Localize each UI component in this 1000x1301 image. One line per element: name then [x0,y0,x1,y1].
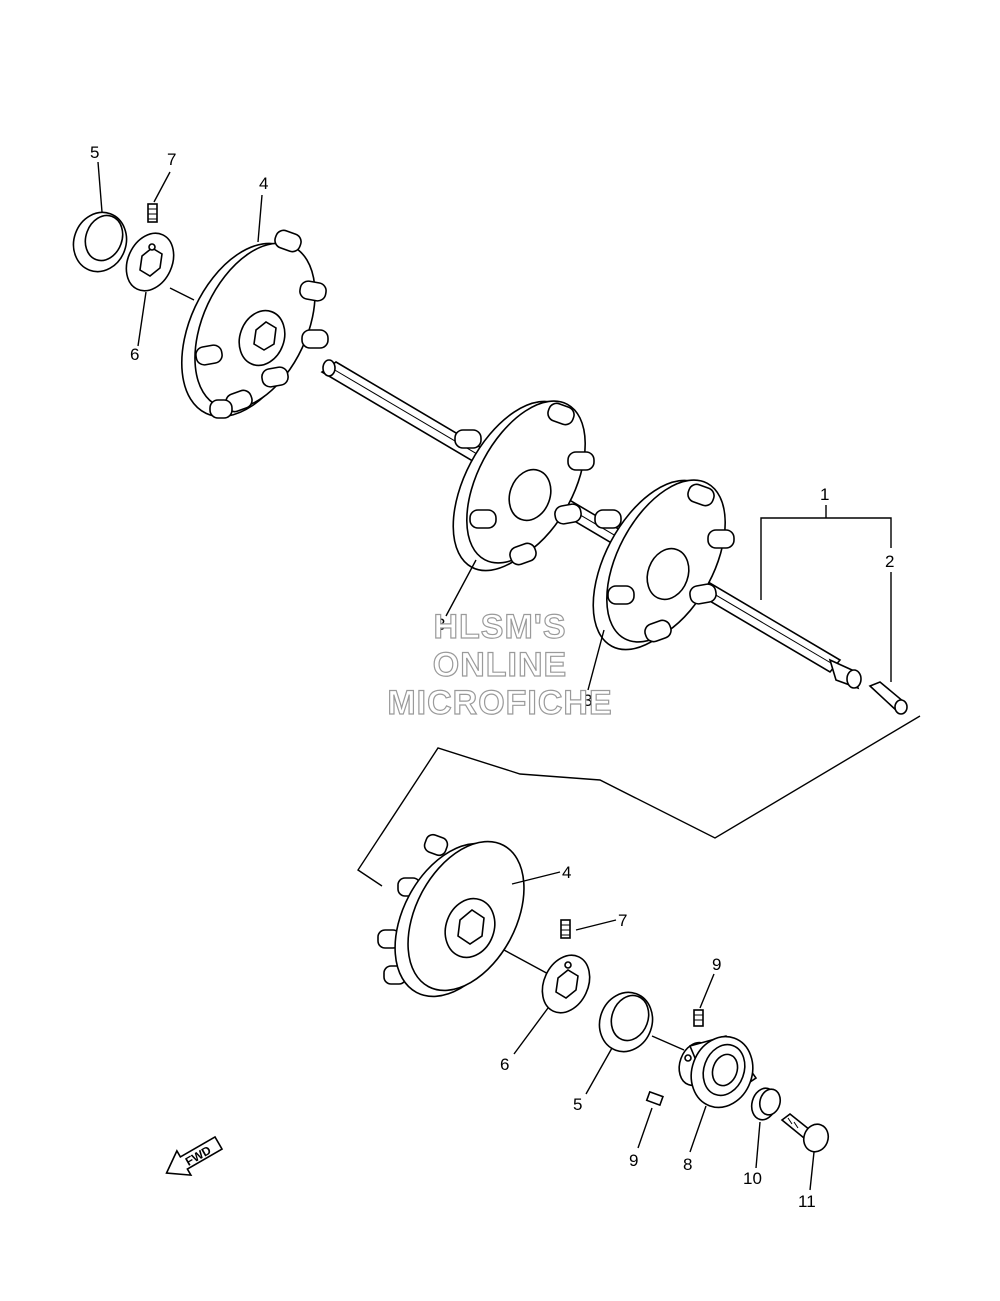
sprocket-part-4-bottom [377,833,525,998]
nut-part-10 [750,1087,782,1121]
callout-7-bottom: 7 [618,911,627,930]
pin-part-2 [868,681,908,715]
watermark-line-2: ONLINE [432,645,568,684]
callout-6-bottom: 6 [500,1055,509,1074]
bearing-part-8 [678,1035,758,1109]
callout-1: 1 [820,485,829,504]
callout-4-top: 4 [259,174,268,193]
sprocket-part-3-a [452,400,595,572]
set-screw-part-7-bottom [560,919,571,939]
bolt-part-11 [780,1112,830,1153]
callout-2: 2 [885,552,894,571]
sprocket-part-3-b [592,479,735,651]
watermark-line-3: MICROFICHE [387,683,613,722]
callout-3-b: 3 [583,691,592,710]
callout-8: 8 [683,1155,692,1174]
fwd-arrow-icon: FWD [165,1135,224,1177]
callout-9-upper: 9 [712,955,721,974]
collar-part-5-bottom [598,991,654,1053]
hex-collar-part-6-top [125,232,175,292]
callout-3-a: 3 [436,615,445,634]
watermark-line-1: HLSM'S [433,607,567,646]
set-screw-part-9-lower [645,1090,664,1107]
callout-9-lower: 9 [629,1151,638,1170]
callout-7-top: 7 [167,150,176,169]
callout-11: 11 [798,1192,816,1211]
callout-4-bottom: 4 [562,863,571,882]
set-screw-part-7-top [147,203,158,223]
collar-part-5-top [72,211,128,273]
callout-5-bottom: 5 [573,1095,582,1114]
alignment-dash-lines [357,715,921,887]
sprocket-part-4-top [180,229,329,419]
callout-6-top: 6 [130,345,139,364]
set-screw-part-9-upper [693,1009,704,1027]
callout-5-top: 5 [90,143,99,162]
callout-10: 10 [743,1169,762,1188]
hex-collar-part-6-bottom [541,954,591,1014]
